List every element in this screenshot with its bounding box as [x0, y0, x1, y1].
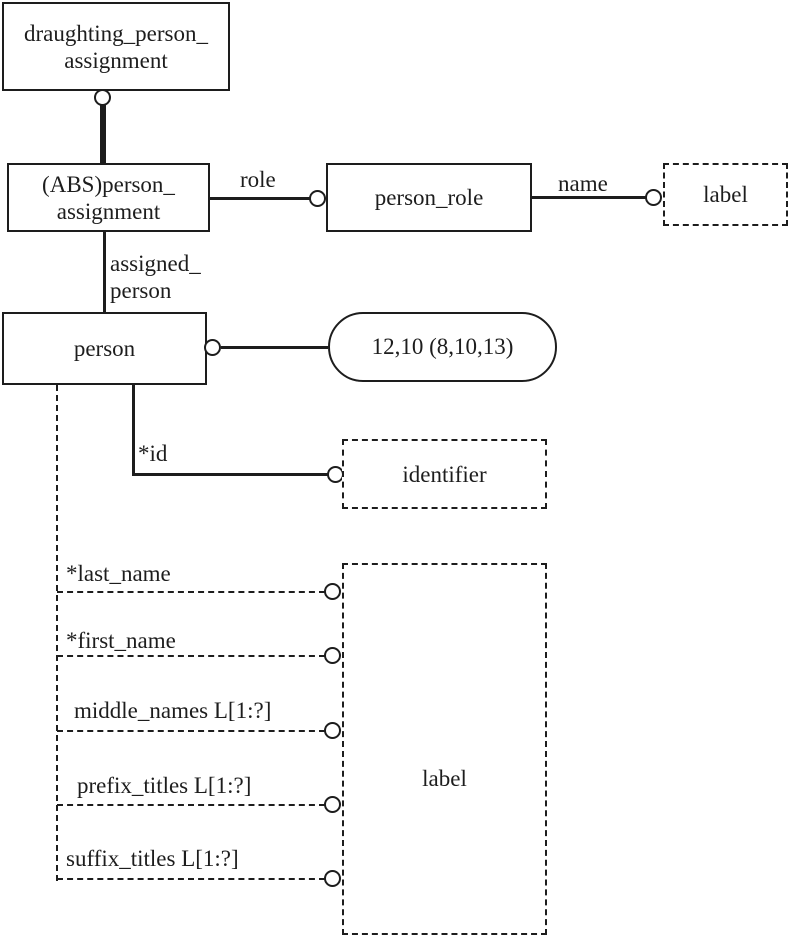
name-attribute-circle [645, 189, 662, 206]
page-ref-pill: 12,10 (8,10,13) [328, 312, 557, 382]
id-attribute-label: *id [138, 441, 168, 466]
page-ref-line [221, 346, 328, 349]
prefix-titles-attribute-circle [324, 796, 341, 813]
id-attribute-line-vertical [132, 385, 135, 475]
last-name-attribute-label: *last_name [66, 561, 171, 586]
entity-label: draughting_person_ [24, 20, 208, 46]
last-name-attribute-circle [324, 583, 341, 600]
first-name-attribute-line [57, 655, 325, 657]
type-label: label [422, 766, 467, 791]
id-attribute-line-horizontal [132, 473, 328, 476]
entity-person: person [2, 312, 207, 385]
assigned-person-label-line1: assigned_ [110, 251, 201, 276]
supertype-circle [94, 89, 111, 106]
type-label: label [703, 182, 748, 207]
entity-label: person [73, 336, 136, 361]
suffix-titles-attribute-circle [324, 870, 341, 887]
middle-names-attribute-label: middle_names L[1:?] [74, 698, 272, 723]
assigned-person-line [103, 232, 106, 312]
last-name-attribute-line [57, 591, 325, 593]
prefix-titles-attribute-line [57, 804, 325, 806]
type-identifier-box: identifier [342, 439, 547, 509]
entity-label: (ABS)person_ [42, 171, 175, 197]
entity-label: assignment [64, 47, 168, 73]
first-name-attribute-circle [324, 647, 341, 664]
entity-person-role: person_role [326, 163, 532, 232]
suffix-titles-attribute-label: suffix_titles L[1:?] [66, 846, 239, 871]
optional-attributes-trunk-line [56, 385, 58, 881]
entity-label: person_role [374, 185, 484, 210]
page-ref-circle [204, 339, 221, 356]
type-label-box-large: label [342, 563, 547, 935]
role-attribute-circle [309, 190, 326, 207]
name-attribute-label: name [558, 171, 608, 196]
suffix-titles-attribute-line [57, 878, 325, 880]
role-attribute-label: role [240, 167, 276, 192]
assigned-person-label-line2: person [110, 278, 172, 303]
type-label-box-top: label [663, 163, 788, 226]
name-attribute-line [532, 196, 646, 199]
middle-names-attribute-circle [324, 722, 341, 739]
middle-names-attribute-line [57, 730, 325, 732]
type-label: identifier [402, 461, 487, 487]
page-ref-label: 12,10 (8,10,13) [371, 334, 514, 359]
entity-draughting-person-assignment: draughting_person_ assignment [2, 2, 230, 91]
role-attribute-line [210, 197, 310, 200]
entity-person-assignment: (ABS)person_ assignment [7, 163, 210, 232]
prefix-titles-attribute-label: prefix_titles L[1:?] [77, 773, 252, 798]
entity-label: assignment [56, 198, 161, 224]
inheritance-line [100, 104, 106, 164]
first-name-attribute-label: *first_name [66, 628, 176, 653]
